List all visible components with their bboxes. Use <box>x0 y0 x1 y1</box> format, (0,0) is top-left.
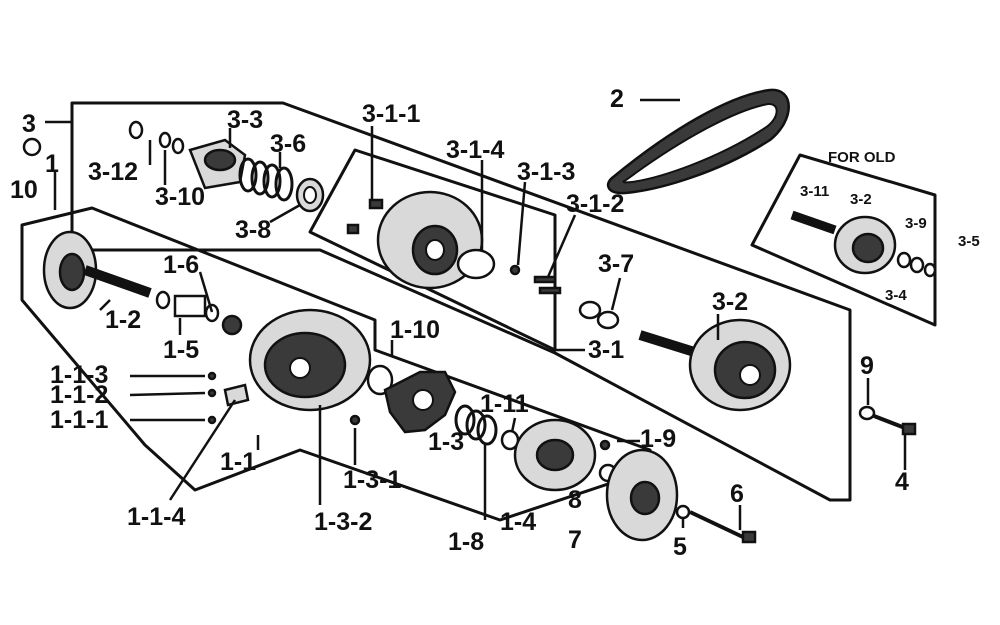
label-3-11: 3-11 <box>800 183 829 200</box>
ring-3-10-b <box>171 137 185 155</box>
screw-1-1-3 <box>207 371 217 381</box>
spring-3-6 <box>238 157 294 202</box>
nut-3-5 <box>923 262 937 278</box>
label-1-1-3: 1-1-3 <box>50 361 108 389</box>
screw-1-1-2 <box>207 388 217 398</box>
collar-3-7-a <box>578 300 602 320</box>
washer-3-9 <box>896 251 912 269</box>
label-1-9: 1-9 <box>640 425 676 453</box>
label-1-1-1: 1-1-1 <box>50 406 108 434</box>
label-1: 1 <box>45 150 59 178</box>
label-8: 8 <box>568 486 582 514</box>
label-3-4: 3-4 <box>885 287 907 304</box>
leader-lines <box>45 98 907 530</box>
bolt-4 <box>873 414 906 430</box>
label-3-1-4: 3-1-4 <box>446 136 504 164</box>
drive-pulley-parts <box>22 137 611 492</box>
label-1-11: 1-11 <box>480 390 529 418</box>
label-1-6: 1-6 <box>163 251 199 279</box>
label-3-12: 3-12 <box>88 158 138 186</box>
drive-belt <box>606 88 790 195</box>
ring-10 <box>22 137 42 157</box>
label-for-old: FOR OLD <box>828 149 896 166</box>
pin-3-1-1-a <box>368 198 384 210</box>
old-group-outline <box>750 153 937 327</box>
bolt-6 <box>689 510 746 540</box>
washer-9 <box>858 405 876 421</box>
oring-1-10 <box>366 364 394 396</box>
label-10: 10 <box>10 176 38 204</box>
label-3-5: 3-5 <box>958 233 980 250</box>
bushing-1-6-a <box>155 290 171 310</box>
group-1-outline <box>20 206 652 522</box>
slider-1-1-4 <box>223 383 250 407</box>
outer-hardware <box>598 405 917 544</box>
screw-1-1-1 <box>207 415 217 425</box>
label-1-1: 1-1 <box>220 448 256 476</box>
bushing-1-6-b <box>204 303 220 323</box>
label-6: 6 <box>730 480 744 508</box>
label-3-7: 3-7 <box>598 250 634 278</box>
label-3-3: 3-3 <box>227 106 263 134</box>
label-3-2: 3-2 <box>712 288 748 316</box>
label-2: 2 <box>610 85 624 113</box>
label-1-8: 1-8 <box>448 528 484 556</box>
label-3-1-1: 3-1-1 <box>362 100 420 128</box>
pin-3-1-2 <box>533 275 557 284</box>
bolt-1-3-1 <box>349 414 361 426</box>
label-1-4: 1-4 <box>500 508 536 536</box>
label-3-8: 3-8 <box>235 216 271 244</box>
screw-1-9 <box>599 439 611 451</box>
label-3-1-2: 3-1-2 <box>566 190 624 218</box>
shaft-3-11 <box>790 210 837 235</box>
ring-3-10-a <box>158 131 172 149</box>
driven-pulley-parts <box>128 120 792 412</box>
label-5: 5 <box>673 533 687 561</box>
label-3-2-old: 3-2 <box>850 191 872 208</box>
collar-3-7-b <box>596 310 620 330</box>
label-1-10: 1-10 <box>390 316 440 344</box>
label-1-3-1: 1-3-1 <box>343 466 401 494</box>
collar-1-5 <box>173 294 207 318</box>
label-1-3-2: 1-3-2 <box>314 508 372 536</box>
label-1-1-2: 1-1-2 <box>50 381 108 409</box>
label-1-1-4: 1-1-4 <box>127 503 185 531</box>
label-3-1: 3-1 <box>588 336 624 364</box>
washer-5 <box>675 504 691 520</box>
washer-3-4 <box>909 256 925 274</box>
pin-3-1-1-b <box>346 223 360 235</box>
label-3-6: 3-6 <box>270 130 306 158</box>
roller-3-1-3 <box>509 264 521 276</box>
label-1-2: 1-2 <box>105 306 141 334</box>
washer-3-12 <box>128 120 144 140</box>
label-3: 3 <box>22 110 36 138</box>
label-7: 7 <box>568 526 582 554</box>
old-parts <box>790 210 937 278</box>
label-9: 9 <box>860 352 874 380</box>
shaft-1-2 <box>83 265 152 298</box>
group-3-outline <box>70 101 852 502</box>
spring-1-8 <box>454 404 498 446</box>
label-4: 4 <box>895 468 909 496</box>
label-3-1-3: 3-1-3 <box>517 158 575 186</box>
label-1-5: 1-5 <box>163 336 199 364</box>
label-1-3: 1-3 <box>428 428 464 456</box>
oring-3-1-4 <box>456 248 496 280</box>
label-3-9: 3-9 <box>905 215 927 232</box>
label-3-10: 3-10 <box>155 183 205 211</box>
